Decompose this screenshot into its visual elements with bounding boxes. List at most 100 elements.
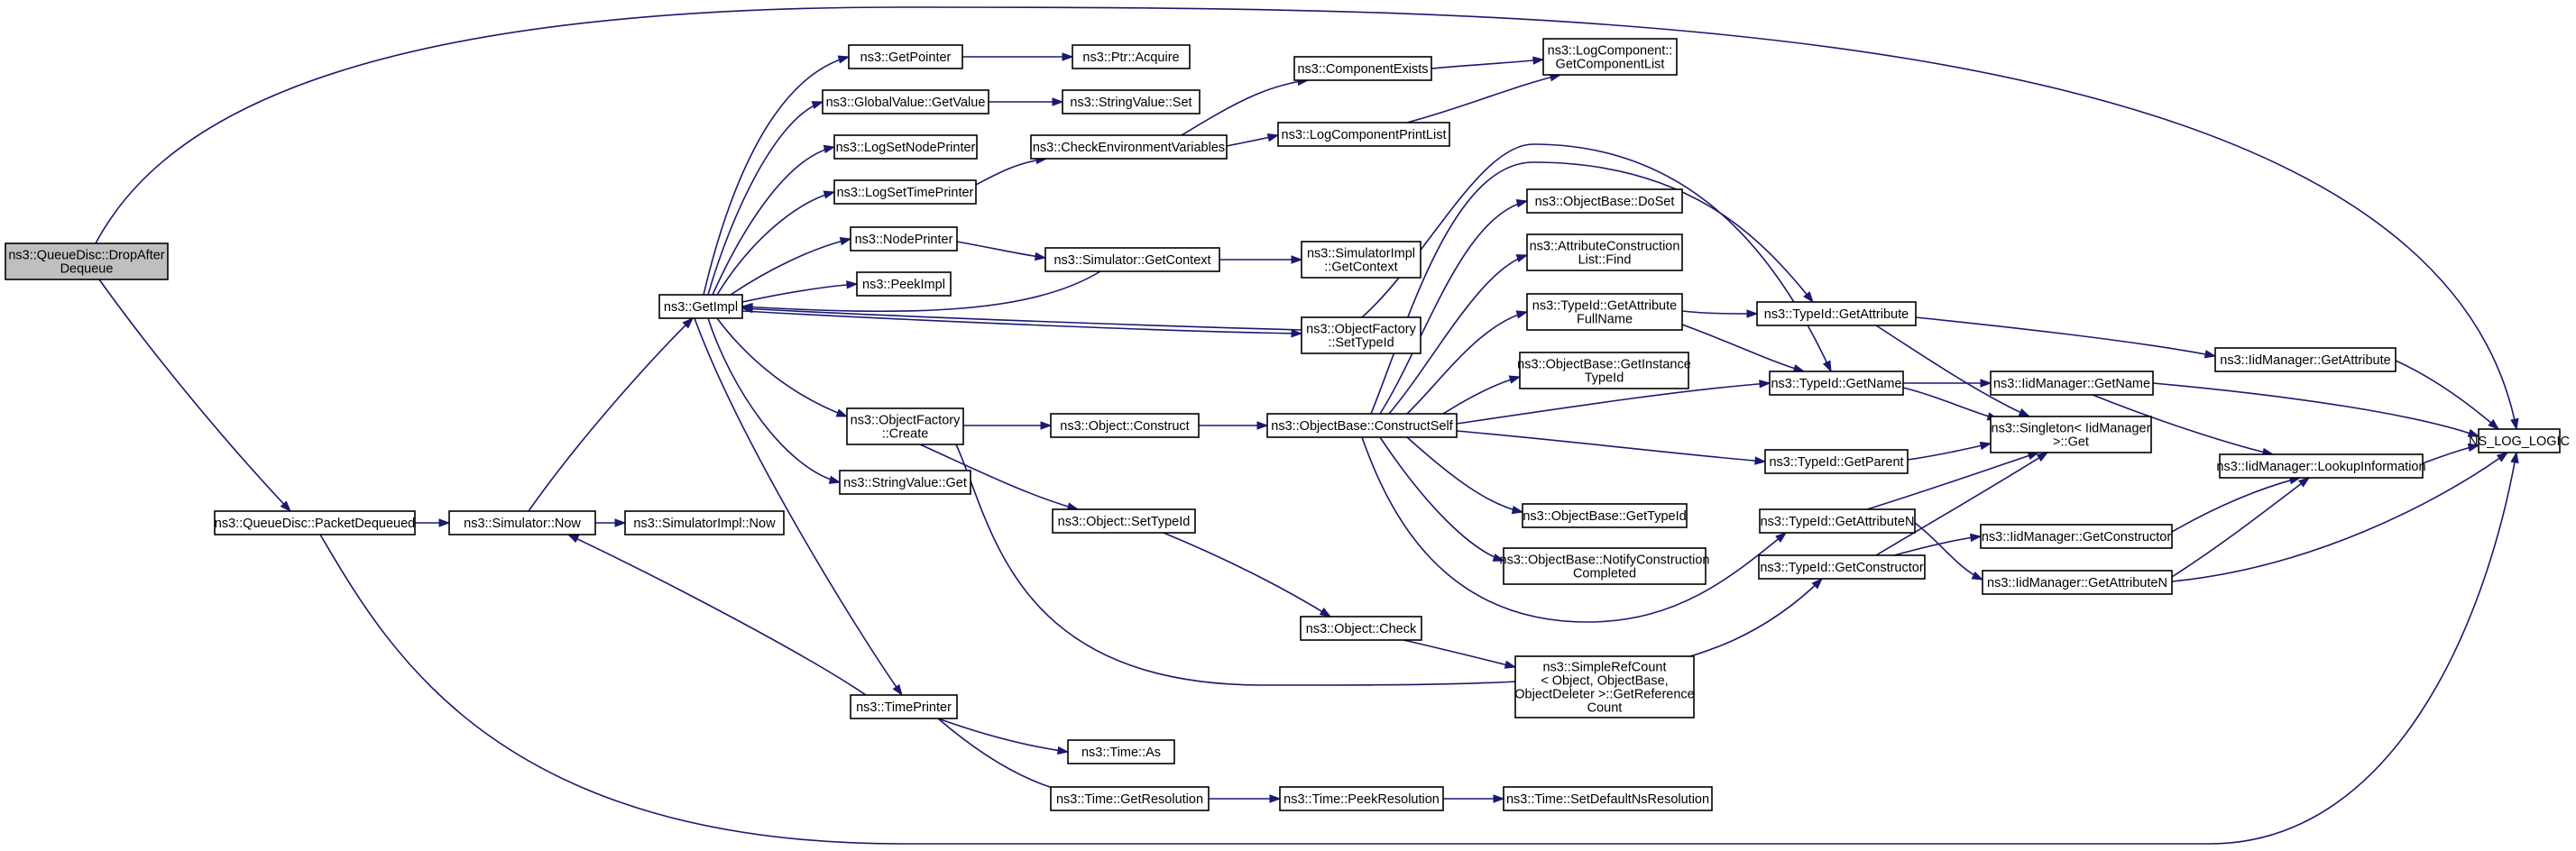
node-tidGetAttribute[interactable]: ns3::TypeId::GetAttribute	[1756, 301, 1917, 326]
node-svSet[interactable]: ns3::StringValue::Set	[1062, 89, 1201, 114]
node-label: ns3::Time::As	[1081, 746, 1161, 760]
node-box	[1990, 416, 2152, 453]
arrowhead	[892, 683, 903, 697]
node-box	[1301, 241, 1421, 279]
node-box	[1758, 554, 1926, 580]
node-componentExists[interactable]: ns3::ComponentExists	[1293, 56, 1432, 81]
node-packetDequeued[interactable]: ns3::QueueDisc::PacketDequeued	[214, 510, 416, 535]
arrowhead	[1493, 794, 1505, 803]
node-doSet[interactable]: ns3::ObjectBase::DoSet	[1526, 188, 1683, 214]
arrowhead	[2467, 428, 2480, 437]
node-gvGetValue[interactable]: ns3::GlobalValue::GetValue	[822, 89, 989, 114]
node-simImplNow[interactable]: ns3::SimulatorImpl::Now	[624, 510, 785, 535]
node-objCheck[interactable]: ns3::Object::Check	[1300, 616, 1422, 641]
node-obGetTypeId[interactable]: ns3::ObjectBase::GetTypeId	[1522, 503, 1688, 528]
node-timePrinter[interactable]: ns3::TimePrinter	[850, 694, 958, 719]
node-tidGetName[interactable]: ns3::TypeId::GetName	[1769, 371, 1904, 396]
node-ofCreate[interactable]: ns3::ObjectFactory::Create	[846, 407, 964, 445]
node-iidGetName[interactable]: ns3::IidManager::GetName	[1990, 371, 2154, 396]
node-label: ns3::CheckEnvironmentVariables	[1033, 141, 1225, 155]
node-iidGetAttributeN[interactable]: ns3::IidManager::GetAttributeN	[1982, 570, 2173, 595]
node-box	[1300, 616, 1422, 641]
node-label: Completed	[1573, 567, 1636, 581]
node-iidGetConstructor[interactable]: ns3::IidManager::GetConstructor	[1980, 524, 2173, 549]
node-box	[2219, 453, 2424, 479]
node-getComponentList[interactable]: ns3::LogComponent::GetComponentList	[1542, 38, 1678, 76]
arrowhead	[835, 408, 849, 417]
node-iidLookupInfo[interactable]: ns3::IidManager::LookupInformation	[2216, 453, 2426, 479]
node-setDefaultNsRes[interactable]: ns3::Time::SetDefaultNsResolution	[1503, 786, 1713, 811]
node-svGet[interactable]: ns3::StringValue::Get	[839, 470, 971, 495]
node-box	[1514, 655, 1695, 718]
edge-timePeekResolution-to-setDefaultNsRes	[1443, 794, 1505, 803]
node-simNow[interactable]: ns3::Simulator::Now	[448, 510, 596, 535]
node-constructSelf[interactable]: ns3::ObjectBase::ConstructSelf	[1266, 413, 1458, 438]
node-label: NS_LOG_LOGIC	[2469, 435, 2570, 449]
arrowhead	[741, 304, 753, 314]
edge-constructSelf-to-tidGetParent	[1456, 430, 1767, 465]
edge-objCheck-to-simpleRefCount	[1403, 639, 1517, 669]
arrowhead	[1515, 310, 1529, 319]
arrowhead	[1759, 380, 1771, 389]
node-label: ns3::ObjectBase::ConstructSelf	[1271, 419, 1453, 434]
node-peekImpl[interactable]: ns3::PeekImpl	[856, 271, 952, 297]
node-getPointer[interactable]: ns3::GetPointer	[848, 44, 963, 69]
node-label: ns3::TypeId::GetParent	[1769, 455, 1903, 470]
node-nodePrinter[interactable]: ns3::NodePrinter	[850, 226, 958, 252]
node-ofSetTypeId[interactable]: ns3::ObjectFactory::SetTypeId	[1301, 316, 1421, 354]
node-label: ns3::TypeId::GetAttribute	[1764, 307, 1909, 322]
node-getImpl[interactable]: ns3::GetImpl	[658, 294, 743, 319]
node-nsLogLogic[interactable]: NS_LOG_LOGIC	[2469, 428, 2570, 453]
node-label: List::Find	[1578, 253, 1632, 268]
call-edges	[95, 6, 2519, 845]
node-singletonGet[interactable]: ns3::Singleton< IidManager>::Get	[1990, 416, 2152, 453]
node-logSetTimePrinter[interactable]: ns3::LogSetTimePrinter	[833, 179, 977, 205]
node-timeGetResolution[interactable]: ns3::Time::GetResolution	[1050, 786, 1210, 811]
node-simGetContext[interactable]: ns3::Simulator::GetContext	[1044, 247, 1220, 272]
node-tidGetAttributeN[interactable]: ns3::TypeId::GetAttributeN	[1759, 508, 1916, 534]
node-checkEnvVars[interactable]: ns3::CheckEnvironmentVariables	[1030, 134, 1228, 160]
edge-getImpl-to-gvGetValue	[707, 101, 824, 296]
node-logComponentPrintList[interactable]: ns3::LogComponentPrintList	[1277, 122, 1450, 147]
arrowhead	[682, 316, 695, 329]
arrowhead	[1291, 329, 1303, 338]
edge-getImpl-to-ofSetTypeId	[741, 310, 1303, 338]
node-objConstruct[interactable]: ns3::Object::Construct	[1050, 413, 1200, 438]
node-notifyConstruction[interactable]: ns3::ObjectBase::NotifyConstructionCompl…	[1500, 547, 1710, 585]
node-ptrAcquire[interactable]: ns3::Ptr::Acquire	[1072, 44, 1191, 69]
node-timeAs[interactable]: ns3::Time::As	[1067, 739, 1175, 764]
arrowhead	[566, 534, 580, 544]
node-box	[1266, 413, 1458, 438]
node-label: ns3::TypeId::GetAttribute	[1532, 299, 1677, 314]
node-tidGetParent[interactable]: ns3::TypeId::GetParent	[1764, 449, 1909, 474]
node-simImplGetContext[interactable]: ns3::SimulatorImpl::GetContext	[1301, 241, 1421, 279]
edge-tidGetAttribute-to-singletonGet	[1875, 325, 2031, 417]
arrowhead	[2510, 417, 2519, 431]
edge-timePrinter-to-timeGetResolution	[937, 718, 1075, 796]
arrowhead	[1515, 254, 1529, 263]
node-box	[1050, 786, 1210, 811]
node-logSetNodePrinter[interactable]: ns3::LogSetNodePrinter	[833, 134, 978, 160]
node-iidGetAttribute[interactable]: ns3::IidManager::GetAttribute	[2214, 347, 2397, 372]
edge-dropAfterDequeue-to-nsLogLogic	[95, 6, 2519, 431]
arrowhead	[828, 475, 842, 484]
edge-constructSelf-to-getAttrFullName	[1406, 310, 1529, 415]
edge-tidGetParent-to-singletonGet	[1907, 441, 1992, 461]
edge-tidGetName-to-iidGetName	[1903, 379, 1992, 388]
node-timePeekResolution[interactable]: ns3::Time::PeekResolution	[1279, 786, 1444, 811]
node-box	[2214, 347, 2397, 372]
node-simpleRefCount[interactable]: ns3::SimpleRefCount< Object, ObjectBase,…	[1514, 655, 1695, 718]
node-tidGetConstructor[interactable]: ns3::TypeId::GetConstructor	[1758, 554, 1926, 580]
edge-dropAfterDequeue-to-packetDequeued	[98, 279, 292, 513]
call-nodes: ns3::QueueDisc::DropAfterDequeuens3::Que…	[5, 38, 2570, 811]
edge-timeGetResolution-to-timePeekResolution	[1209, 794, 1282, 803]
node-label: ns3::GetPointer	[860, 50, 952, 65]
node-objSetTypeId[interactable]: ns3::Object::SetTypeId	[1052, 508, 1196, 534]
arrowhead	[1062, 52, 1074, 61]
arrowhead	[438, 518, 451, 527]
